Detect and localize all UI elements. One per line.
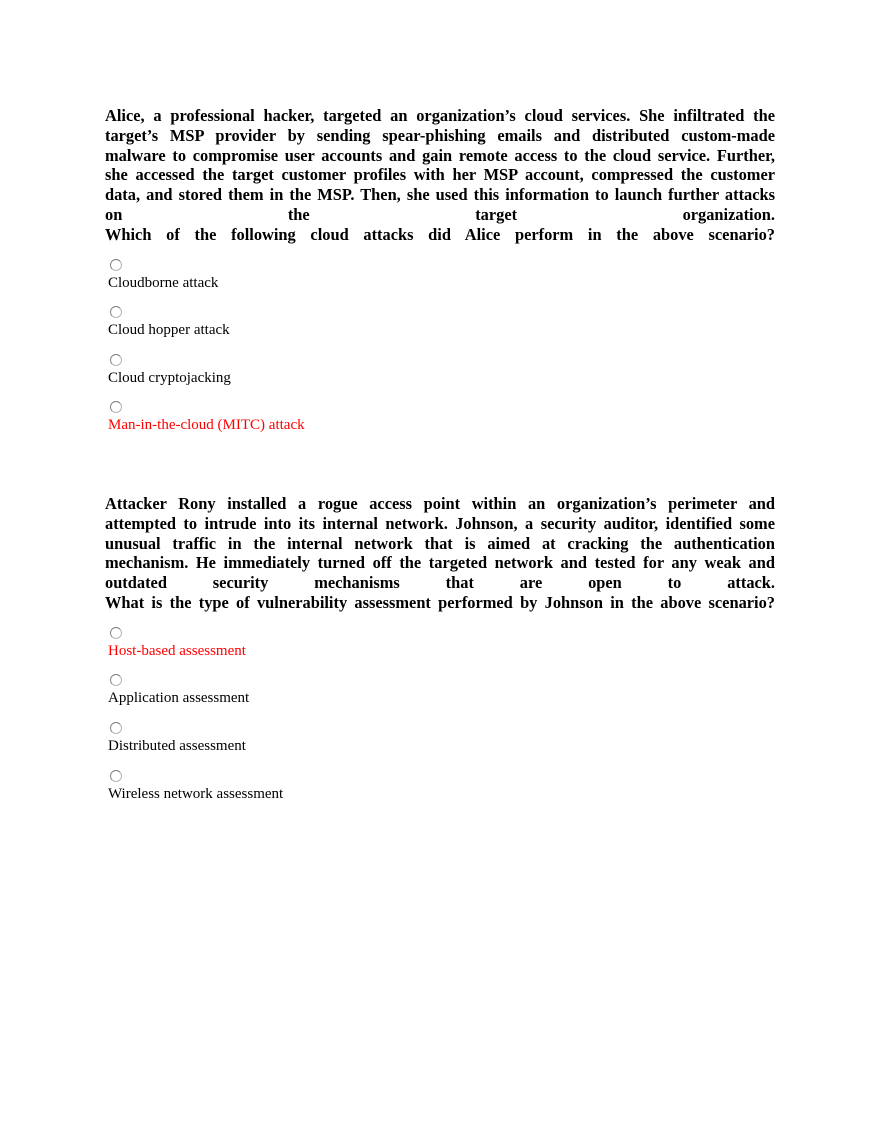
answer-option-highlighted[interactable]: Man-in-the-cloud (MITC) attack	[105, 393, 775, 441]
question-line: target’s MSP provider by sending spear-p…	[105, 125, 775, 145]
option-label[interactable]: Cloud cryptojacking	[108, 369, 231, 386]
answer-option[interactable]: Cloud hopper attack	[105, 298, 775, 346]
radio-button-unselected-icon[interactable]	[110, 258, 122, 271]
question-line: malware to compromise user accounts and …	[105, 145, 775, 165]
question-line: data, and stored them in the MSP. Then, …	[105, 185, 775, 205]
question-line: attempted to intrude into its internal n…	[105, 513, 775, 533]
question-prompt: Which of the following cloud attacks did…	[105, 224, 775, 244]
question-line: mechanism. He immediately turned off the…	[105, 553, 775, 573]
question-line: Alice, a professional hacker, targeted a…	[105, 106, 775, 125]
question-line: unusual traffic in the internal network …	[105, 533, 775, 553]
radio-button-unselected-icon[interactable]	[110, 353, 122, 366]
answer-option[interactable]: Cloudborne attack	[105, 251, 775, 299]
question-2: Attacker Rony installed a rogue access p…	[105, 494, 775, 809]
option-label[interactable]: Wireless network assessment	[108, 785, 284, 802]
question-1-text: Alice, a professional hacker, targeted a…	[105, 106, 775, 245]
option-label-highlighted[interactable]: Host-based assessment	[108, 642, 246, 659]
answer-option[interactable]: Application assessment	[105, 666, 775, 714]
radio-button-unselected-icon[interactable]	[110, 721, 122, 734]
question-1: Alice, a professional hacker, targeted a…	[105, 106, 775, 441]
option-label[interactable]: Cloudborne attack	[108, 274, 219, 291]
radio-button-unselected-icon[interactable]	[110, 401, 122, 414]
radio-button-unselected-icon[interactable]	[110, 306, 122, 319]
radio-button-unselected-icon[interactable]	[110, 674, 122, 687]
option-label-highlighted[interactable]: Man-in-the-cloud (MITC) attack	[108, 417, 305, 434]
question-line: she accessed the target customer profile…	[105, 165, 775, 185]
question-line: outdated security mechanisms that are op…	[105, 573, 775, 593]
option-label[interactable]: Cloud hopper attack	[108, 322, 230, 339]
answer-option[interactable]: Distributed assessment	[105, 714, 775, 762]
answer-options: Host-based assessment Application assess…	[105, 619, 775, 809]
question-line: on the target organization.	[105, 204, 775, 224]
answer-option[interactable]: Cloud cryptojacking	[105, 346, 775, 394]
answer-options: Cloudborne attack Cloud hopper attack Cl…	[105, 251, 775, 441]
option-label[interactable]: Distributed assessment	[108, 737, 246, 754]
question-line: Attacker Rony installed a rogue access p…	[105, 494, 775, 513]
option-label[interactable]: Application assessment	[108, 690, 250, 707]
radio-button-unselected-icon[interactable]	[110, 769, 122, 782]
question-2-text: Attacker Rony installed a rogue access p…	[105, 494, 775, 613]
answer-option-highlighted[interactable]: Host-based assessment	[105, 619, 775, 667]
radio-button-unselected-icon[interactable]	[110, 626, 122, 639]
question-prompt: What is the type of vulnerability assess…	[105, 592, 775, 612]
answer-option[interactable]: Wireless network assessment	[105, 762, 775, 810]
